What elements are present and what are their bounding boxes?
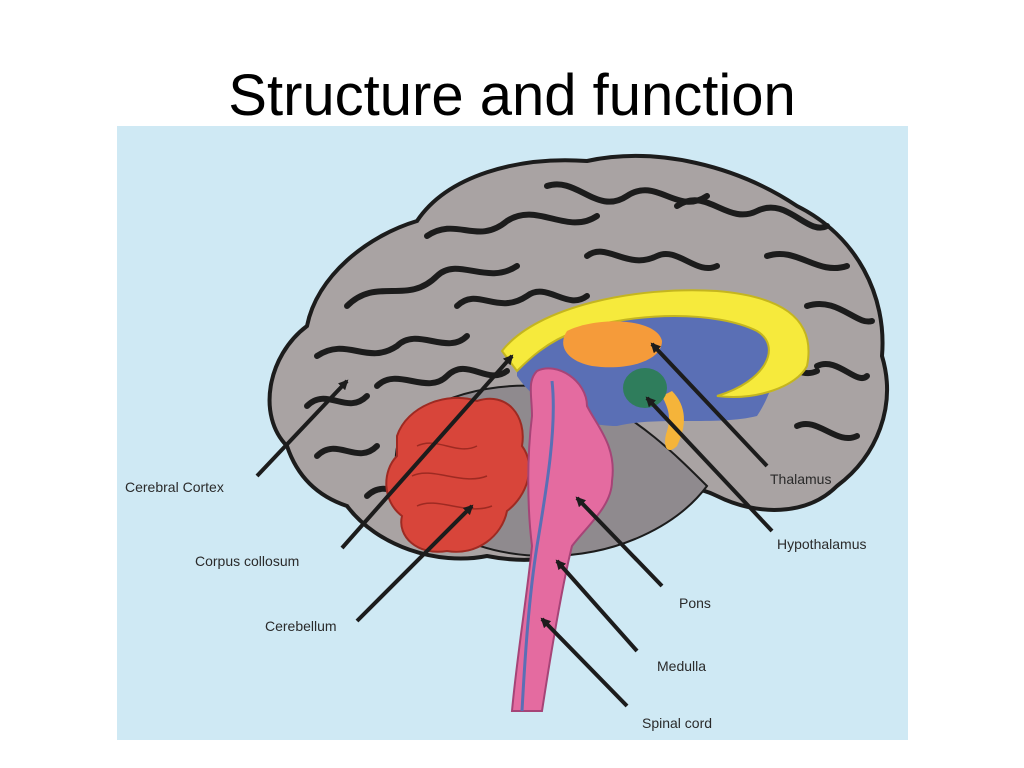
arrow-pons [575,496,664,588]
central-canal [520,380,555,712]
label-corpus-collosum: Corpus collosum [195,553,299,569]
cerebellum-shape [385,396,531,553]
brain-illustration: Cerebral Cortex Corpus collosum Cerebell… [125,154,889,731]
arrow-hypothalamus [645,396,774,533]
label-cerebellum: Cerebellum [265,618,337,634]
fornix-shape [662,391,684,451]
label-hypothalamus: Hypothalamus [777,536,867,552]
cerebellum-folds [411,442,493,510]
label-spinal-cord: Spinal cord [642,715,712,731]
arrow-cerebellum [355,504,474,623]
arrow-thalamus [650,342,769,468]
arrow-corpus-collosum [340,354,514,550]
hypothalamus-shape [623,368,667,408]
arrow-spinal-cord [540,617,629,708]
brainstem-shape [510,367,614,712]
label-cerebral-cortex: Cerebral Cortex [125,479,224,495]
label-arrows [255,342,774,708]
thalamus-shape [563,321,662,368]
label-pons: Pons [679,595,711,611]
label-medulla: Medulla [657,658,706,674]
brain-diagram: Cerebral Cortex Corpus collosum Cerebell… [117,126,908,740]
arrow-medulla [555,559,639,653]
label-thalamus: Thalamus [770,471,831,487]
arrow-cerebral-cortex [255,379,349,478]
slide-title: Structure and function [228,63,796,128]
